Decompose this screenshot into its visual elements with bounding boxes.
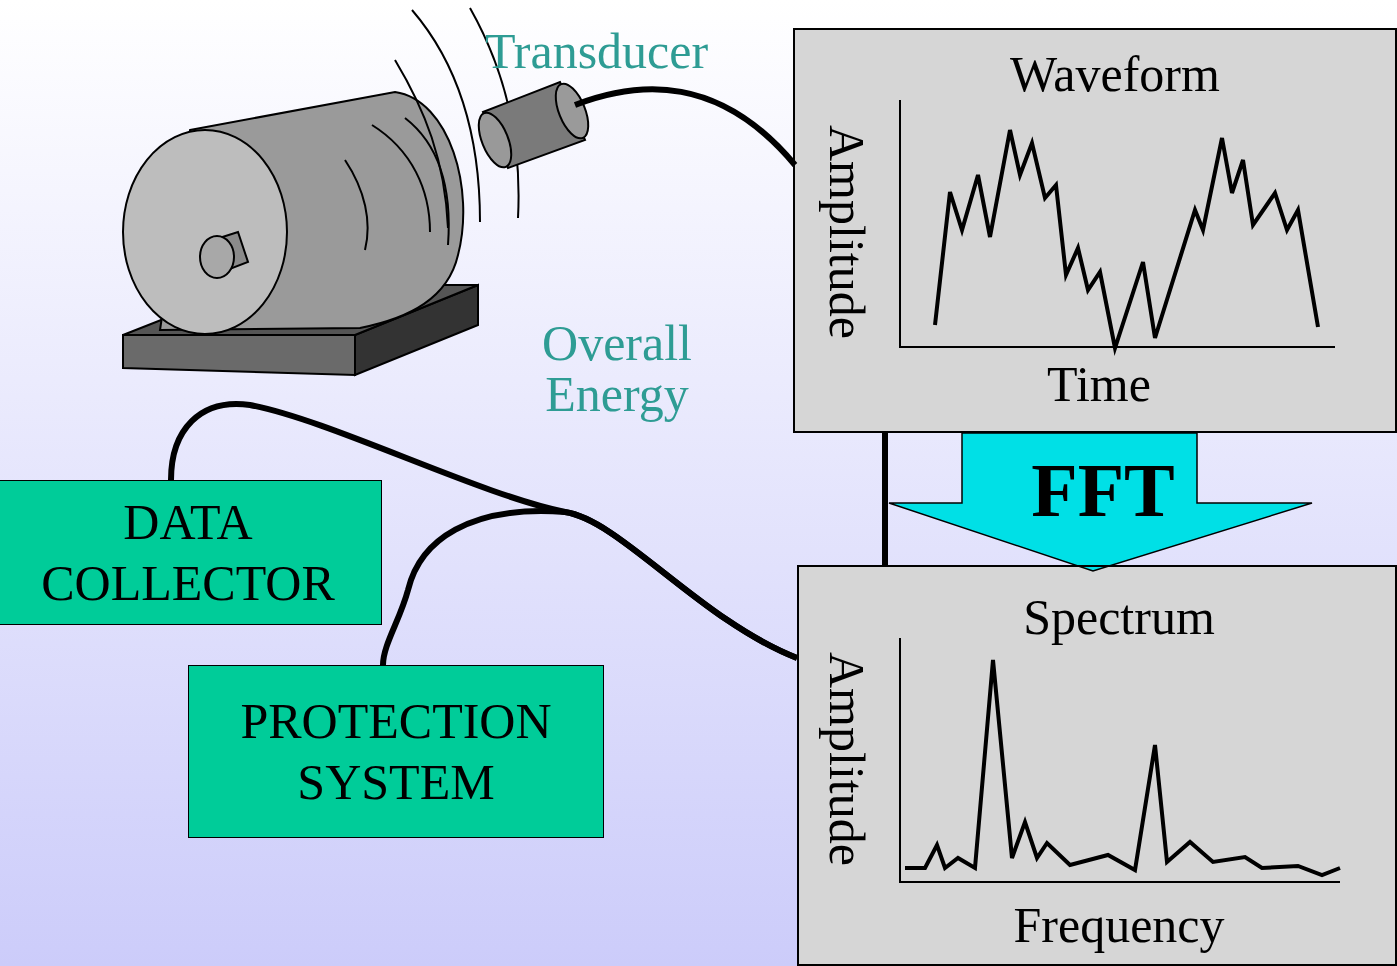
arrow-outline: [889, 433, 1312, 571]
waveform-panel: WaveformAmplitudeTime: [793, 28, 1397, 433]
box-label: DATA COLLECTOR: [0, 492, 381, 614]
panel-title: Spectrum: [1023, 589, 1215, 647]
motor-face: [123, 130, 287, 334]
motor-ribs: [345, 118, 449, 250]
arrow-label: FFT: [1031, 452, 1175, 528]
fft-arrow: FFT: [888, 432, 1313, 572]
plot-axes: [900, 100, 1335, 347]
axis-label: Amplitude: [818, 125, 876, 339]
transducer-face: [472, 108, 518, 172]
box-label: PROTECTION SYSTEM: [189, 691, 603, 813]
motor-base: [123, 335, 355, 375]
cable: [882, 433, 888, 565]
waveform-trace: [935, 130, 1318, 348]
axis-label: Amplitude: [818, 652, 876, 866]
panel-fill: [793, 28, 1397, 433]
axis-label: Time: [1047, 356, 1151, 414]
panel-fill: [797, 565, 1397, 966]
signal-label: Overall Energy: [528, 318, 706, 420]
motor-shaft-end: [200, 236, 234, 278]
process-box: PROTECTION SYSTEM: [188, 665, 604, 838]
part-label: Transducer: [485, 26, 708, 77]
transducer-cable: [575, 89, 795, 165]
cable: [383, 511, 797, 665]
panel-title: Waveform: [1010, 46, 1220, 104]
spectrum-panel: SpectrumAmplitudeFrequency: [797, 565, 1397, 966]
plot-axes: [900, 638, 1340, 882]
transducer-back: [549, 79, 595, 143]
axis-label: Frequency: [1013, 897, 1224, 955]
process-box: DATA COLLECTOR: [0, 480, 382, 625]
spectrum-trace: [905, 660, 1340, 875]
